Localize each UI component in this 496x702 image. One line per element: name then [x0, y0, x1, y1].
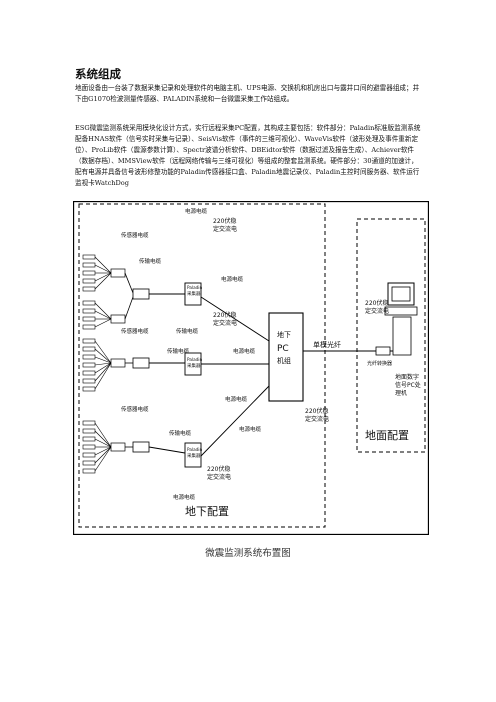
svg-text:地面配置: 地面配置 [365, 429, 409, 442]
svg-text:定交流电: 定交流电 [365, 307, 389, 315]
svg-text:传感器电缆: 传感器电缆 [121, 405, 149, 413]
svg-text:信号PC处: 信号PC处 [395, 381, 421, 389]
fiber-converter-box [375, 346, 391, 356]
svg-text:定交流电: 定交流电 [213, 319, 237, 327]
svg-text:定交流电: 定交流电 [213, 225, 237, 233]
paragraph-intro: 地面设备由一台装了数据采集记录和处理软件的电脑主机、UPS电源、交换机和机房出口… [75, 84, 420, 103]
figure-caption: 微震监测系统布置图 [205, 548, 291, 559]
svg-text:传输电缆: 传输电缆 [169, 429, 192, 437]
svg-text:220伏稳: 220伏稳 [207, 465, 230, 473]
svg-text:Paladin: Paladin [187, 357, 202, 362]
svg-text:Paladin: Paladin [187, 447, 202, 452]
svg-text:传感器电缆: 传感器电缆 [121, 327, 149, 335]
system-layout-diagram: 传感器电缆 传输电缆 电源电缆 220伏稳 定交流电 Paladin 采集器 电… [73, 201, 429, 535]
sensor-group-3 [82, 420, 202, 474]
sensor-group-2 [82, 338, 202, 392]
svg-text:采集器: 采集器 [187, 452, 201, 459]
svg-text:电源电缆: 电源电缆 [239, 425, 262, 433]
svg-text:电源电缆: 电源电缆 [173, 493, 196, 501]
svg-text:传感器电缆: 传感器电缆 [121, 231, 149, 239]
document-title: 系统组成 [75, 67, 121, 81]
svg-text:电源电缆: 电源电缆 [185, 207, 208, 215]
svg-text:单模光纤: 单模光纤 [313, 340, 341, 349]
svg-text:220伏稳: 220伏稳 [213, 217, 236, 225]
svg-text:采集器: 采集器 [187, 290, 201, 297]
svg-text:定交流电: 定交流电 [207, 473, 231, 481]
svg-text:传输电缆: 传输电缆 [139, 257, 162, 265]
svg-text:220伏稳: 220伏稳 [305, 407, 328, 415]
sensor-group-1 [82, 254, 202, 330]
svg-text:采集器: 采集器 [187, 362, 201, 369]
svg-text:Paladin: Paladin [187, 285, 202, 290]
paragraph-components: ESG微震监测系统采用模块化设计方式，实行远程采集PC配置，其构成主要包括：软件… [75, 124, 421, 187]
svg-text:地下: 地下 [277, 330, 291, 339]
svg-text:220伏稳: 220伏稳 [213, 311, 236, 319]
svg-text:电源电缆: 电源电缆 [225, 395, 248, 403]
svg-text:理机: 理机 [395, 389, 407, 397]
svg-text:地下配置: 地下配置 [185, 505, 229, 518]
svg-text:电源电缆: 电源电缆 [221, 275, 244, 283]
svg-text:传输电缆: 传输电缆 [167, 347, 190, 355]
svg-text:光纤转换器: 光纤转换器 [367, 360, 392, 367]
underground-pc-unit [268, 312, 304, 402]
svg-text:定交流电: 定交流电 [305, 415, 329, 423]
svg-text:地面数字: 地面数字 [395, 373, 419, 381]
svg-text:PC: PC [277, 344, 289, 354]
svg-text:电源电缆: 电源电缆 [233, 347, 256, 355]
surface-computer-icon [384, 282, 418, 356]
svg-text:机组: 机组 [277, 356, 291, 365]
svg-text:220伏稳: 220伏稳 [365, 299, 388, 307]
svg-text:传输电缆: 传输电缆 [176, 327, 199, 335]
